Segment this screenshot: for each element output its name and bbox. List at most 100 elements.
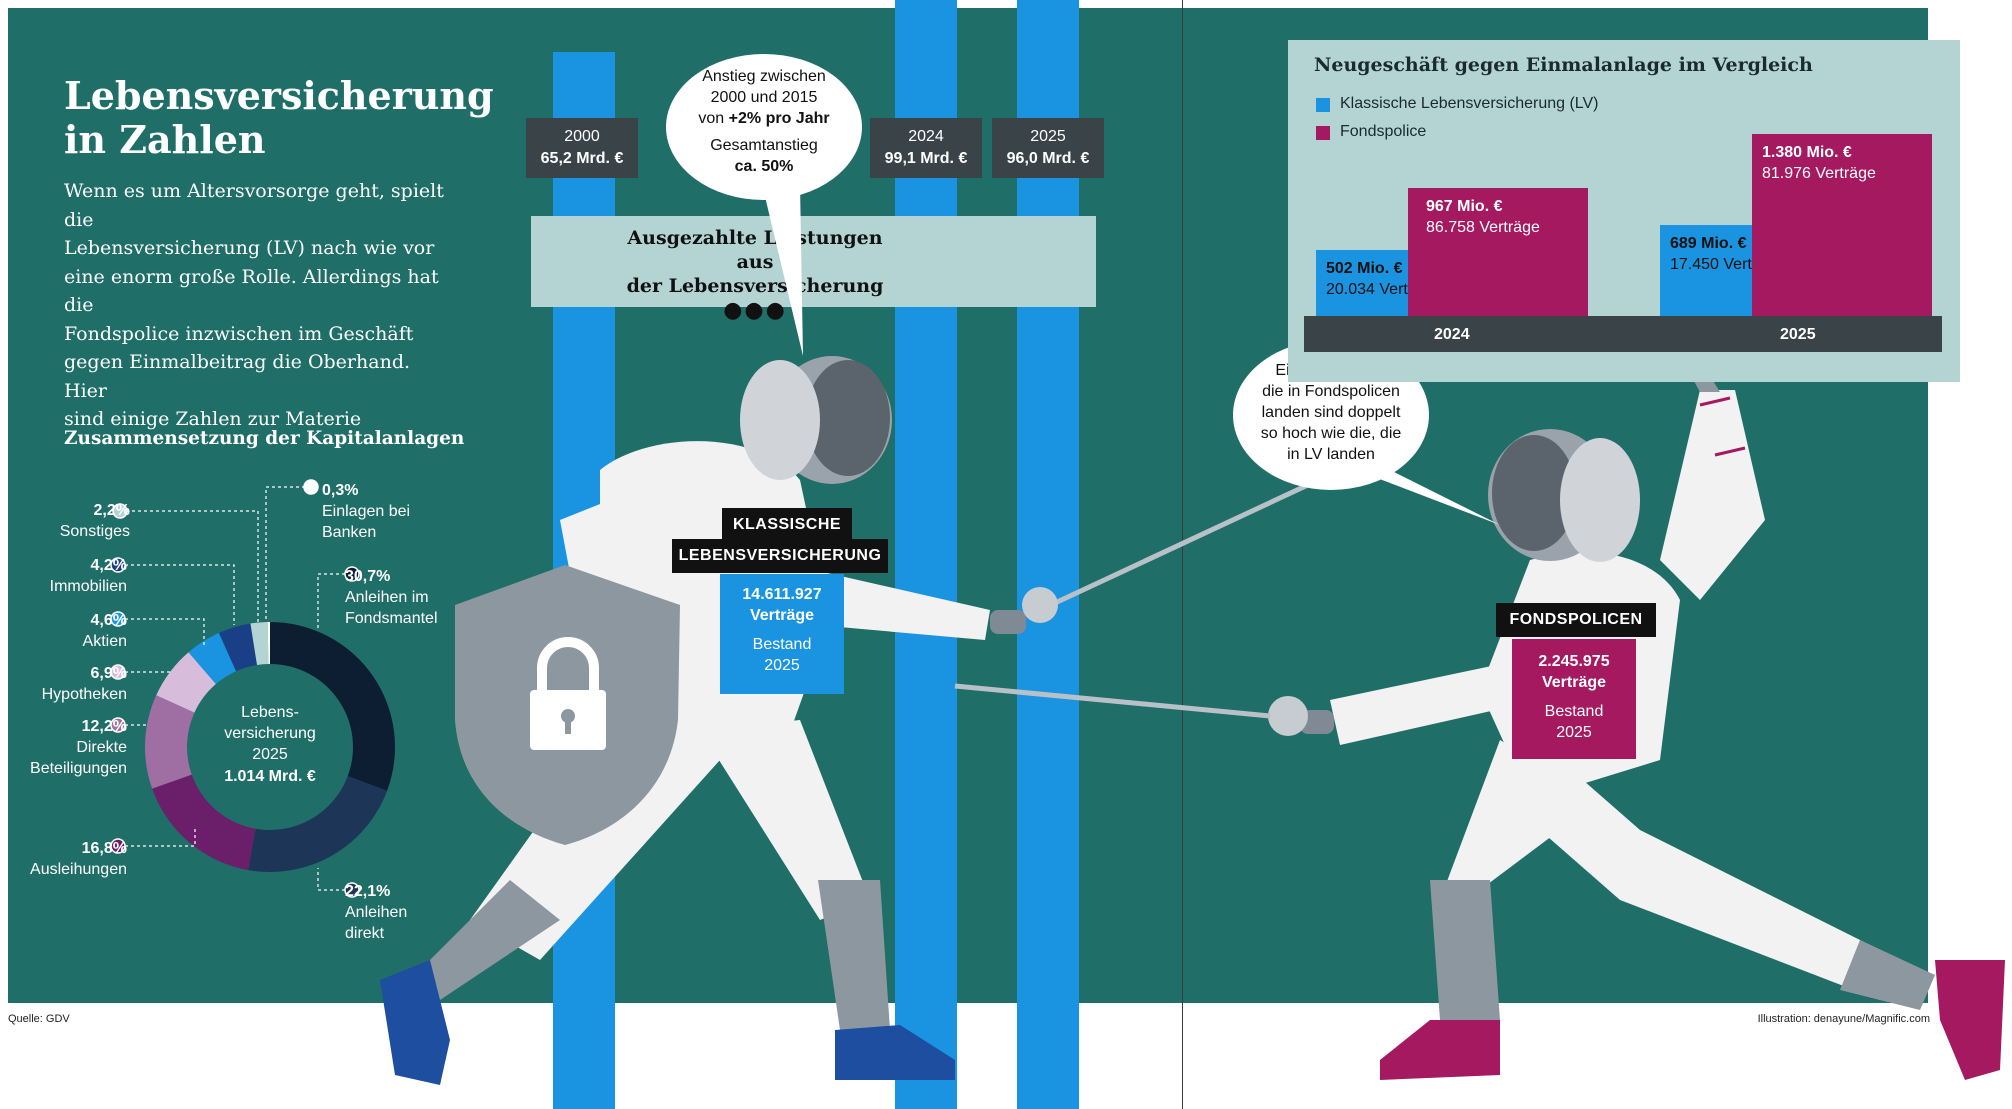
lv-contracts-box: 14.611.927 Verträge Bestand 2025 <box>720 574 844 694</box>
donut-category: Fondsmantel <box>345 610 438 627</box>
legend-swatch-lv <box>1316 98 1330 112</box>
bubble-line: Anstieg zwischen <box>702 68 826 85</box>
donut-leader-dot <box>303 479 319 495</box>
intro-line: eine enorm große Rolle. Allerdings hat d… <box>64 265 439 317</box>
fencer-right-icon <box>954 360 2005 1080</box>
donut-category: Immobilien <box>49 578 127 595</box>
axis-label-2024: 2024 <box>1434 326 1470 343</box>
donut-category: Einlagen bei <box>322 503 411 520</box>
donut-center-line-2: versicherung <box>224 725 316 742</box>
donut-category: Anleihen im <box>345 589 429 606</box>
timeline-title-line-2: der Lebensversicherung <box>626 275 884 297</box>
intro-line: Wenn es um Altersvorsorge geht, spielt d… <box>64 180 444 231</box>
donut-slice-3 <box>145 695 195 789</box>
donut-category: Sonstiges <box>59 523 130 540</box>
donut-value: 4,6% <box>90 612 127 629</box>
donut-leader-line <box>265 486 305 620</box>
bar-value-label: 689 Mio. € <box>1670 235 1747 253</box>
donut-leader-dot <box>344 566 360 582</box>
bar-value-label: 967 Mio. € <box>1426 198 1503 216</box>
donut-value: 16,8% <box>81 840 127 857</box>
donut-leader-dot <box>344 882 360 898</box>
year-label: 2025 <box>1030 128 1066 145</box>
year-value: 99,1 Mrd. € <box>884 150 968 167</box>
donut-label-einlagen: 0,3% Einlagen bei Banken <box>322 480 410 543</box>
year-value: 96,0 Mrd. € <box>1006 150 1090 167</box>
fp-contracts-value: 2.245.975 <box>1538 653 1610 670</box>
bubble-line: ca. 50% <box>734 158 794 175</box>
bar-fp-2025: 1.380 Mio. € 81.976 Verträge <box>1752 134 1932 316</box>
intro-line: sind einige Zahlen zur Materie <box>64 408 362 430</box>
shield-icon <box>455 565 680 845</box>
donut-chart-title: Zusammensetzung der Kapitalanlagen <box>64 428 465 449</box>
donut-leader-line <box>125 564 235 625</box>
donut-leader-dot <box>110 557 126 573</box>
donut-slice-1 <box>248 776 388 872</box>
lv-contracts-unit: Verträge <box>749 607 815 624</box>
donut-center-line-3: 2025 <box>252 746 288 763</box>
bar-contracts-label: 86.758 Verträge <box>1426 219 1540 237</box>
year-value: 65,2 Mrd. € <box>540 150 624 167</box>
donut-category: Aktien <box>82 633 127 650</box>
fp-contracts-box: 2.245.975 Verträge Bestand 2025 <box>1512 639 1636 759</box>
title-line-2: in Zahlen <box>64 117 266 162</box>
donut-leader-line <box>317 868 345 891</box>
donut-label-beteiligungen: 12,2% Direkte Beteiligungen <box>30 716 127 779</box>
donut-category: Anleihen <box>345 904 408 921</box>
bar-value-label: 1.380 Mio. € <box>1762 144 1852 161</box>
growth-speech-bubble: Anstieg zwischen 2000 und 2015 von +2% p… <box>666 54 862 200</box>
bubble-line: die in Fondspolicen <box>1262 383 1400 400</box>
axis-label-2025: 2025 <box>1780 326 1816 343</box>
donut-value: 0,3% <box>322 482 359 499</box>
comparison-title: Neugeschäft gegen Einmalanlage im Vergle… <box>1314 54 1813 76</box>
timeline-bar-2025 <box>1017 0 1079 1109</box>
donut-slice-2 <box>152 774 256 871</box>
intro-text: Wenn es um Altersvorsorge geht, spielt d… <box>64 177 454 434</box>
donut-category: Ausleihungen <box>30 861 127 878</box>
donut-label-aktien: 4,6% Aktien <box>83 610 127 652</box>
donut-leader-dot <box>110 611 126 627</box>
donut-leader-dot <box>110 664 126 680</box>
donut-label-sonstiges: 2,2% Sonstiges <box>60 500 130 542</box>
donut-value: 30,7% <box>345 568 391 585</box>
legend-label-fp: Fondspolice <box>1340 123 1427 140</box>
intro-line: Lebensversicherung (LV) nach wie vor <box>64 237 435 259</box>
donut-value: 12,2% <box>81 718 127 735</box>
bubble-highlight: +2% pro Jahr <box>728 110 830 127</box>
tag-lebensversicherung: LEBENSVERSICHERUNG <box>672 539 888 573</box>
donut-category: Banken <box>322 524 377 541</box>
legend-label-lv: Klassische Lebensversicherung (LV) <box>1340 95 1599 112</box>
tag-fondspolicen: FONDSPOLICEN <box>1496 603 1656 637</box>
fp-contracts-year: 2025 <box>1556 724 1592 741</box>
donut-label-fondsmantel: 30,7% Anleihen im Fondsmantel <box>345 566 438 629</box>
year-box-2025: 2025 96,0 Mrd. € <box>992 118 1104 178</box>
page-title: Lebensversicherung in Zahlen <box>64 74 494 162</box>
donut-leader-dot <box>110 838 126 854</box>
donut-category: Beteiligungen <box>30 760 127 777</box>
bubble-line: so hoch wie die, die <box>1260 425 1402 442</box>
donut-slice-4 <box>156 652 216 713</box>
donut-leader-line <box>126 510 259 623</box>
bar-contracts-label: 81.976 Verträge <box>1762 165 1876 182</box>
intro-line: gegen Einmalbeitrag die Oberhand. Hier <box>64 351 411 402</box>
fp-contracts-unit: Verträge <box>1541 674 1607 691</box>
donut-leader-dot <box>112 503 128 519</box>
donut-value: 4,2% <box>90 557 127 574</box>
bubble-line: Gesamtanstieg <box>710 137 818 154</box>
donut-category: direkt <box>345 925 385 942</box>
timeline-bar-2024 <box>895 0 957 1109</box>
donut-category: Hypotheken <box>41 686 127 703</box>
donut-value: 6,9% <box>90 665 127 682</box>
lv-contracts-note: Bestand <box>752 636 812 653</box>
tag-klassische: KLASSISCHE <box>722 508 852 542</box>
year-label: 2024 <box>908 128 944 145</box>
year-box-2000: 2000 65,2 Mrd. € <box>526 118 638 178</box>
bar-fp-2024: 967 Mio. € 86.758 Verträge <box>1408 188 1588 316</box>
illustration-credit: Illustration: denayune/Magnific.com <box>1757 1013 1930 1025</box>
bubble-line: 2000 und 2015 <box>710 89 818 106</box>
title-line-1: Lebensversicherung <box>64 73 494 118</box>
bubble-line: von +2% pro Jahr <box>666 108 862 129</box>
comparison-axis <box>1304 316 1942 352</box>
donut-slice-5 <box>188 632 237 685</box>
donut-slice-0 <box>270 622 395 791</box>
